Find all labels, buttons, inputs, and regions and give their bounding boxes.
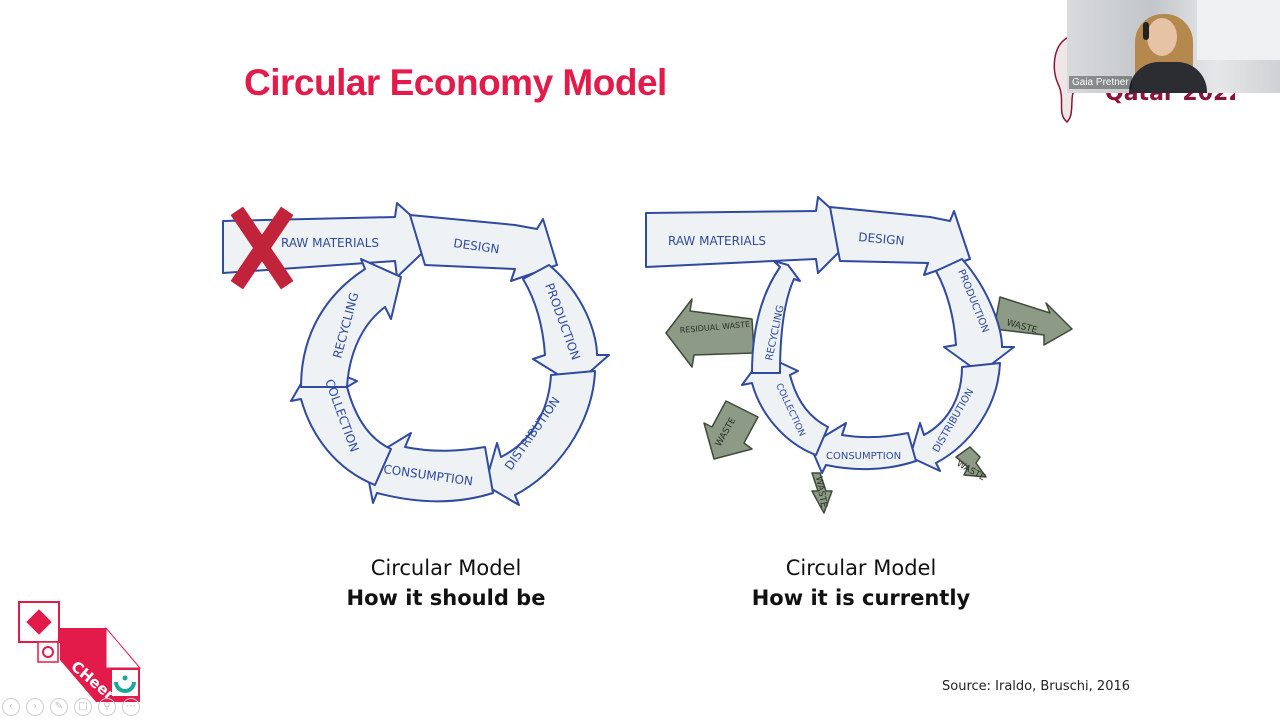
left-circular-diagram: RAW MATERIALS DESIGN PRODUCTION DISTRIBU… (215, 195, 625, 520)
more-icon[interactable]: ⋯ (122, 698, 140, 716)
pen-icon[interactable]: ✎ (50, 698, 68, 716)
cheer-logo: CHeer (16, 598, 146, 708)
copy-icon[interactable]: □ (74, 698, 92, 716)
distribution-arrow (485, 371, 595, 505)
participant-video[interactable]: Gaia Pretner (1067, 0, 1280, 93)
right-circular-diagram: WASTE WASTE WASTE WASTE RESIDUAL WASTE R… (640, 195, 1080, 520)
left-caption: Circular Model How it should be (246, 556, 646, 610)
stage-label: RAW MATERIALS (281, 236, 379, 250)
left-caption-subtitle: How it should be (246, 586, 646, 610)
right-caption: Circular Model How it is currently (661, 556, 1061, 610)
waste-arrow-production (994, 297, 1072, 345)
presentation-controls: ‹ › ✎ □ ⚲ ⋯ (2, 698, 140, 716)
right-caption-title: Circular Model (661, 556, 1061, 580)
stage-label: RAW MATERIALS (668, 234, 766, 248)
headset-icon (1143, 22, 1149, 40)
participant-name: Gaia Pretner (1069, 76, 1132, 89)
source-citation: Source: Iraldo, Bruschi, 2016 (942, 679, 1130, 694)
right-caption-subtitle: How it is currently (661, 586, 1061, 610)
slide-title: Circular Economy Model (244, 62, 667, 104)
participant-face (1147, 18, 1177, 56)
next-icon[interactable]: › (26, 698, 44, 716)
left-caption-title: Circular Model (246, 556, 646, 580)
stage-label: CONSUMPTION (826, 451, 901, 462)
zoom-icon[interactable]: ⚲ (98, 698, 116, 716)
prev-icon[interactable]: ‹ (2, 698, 20, 716)
